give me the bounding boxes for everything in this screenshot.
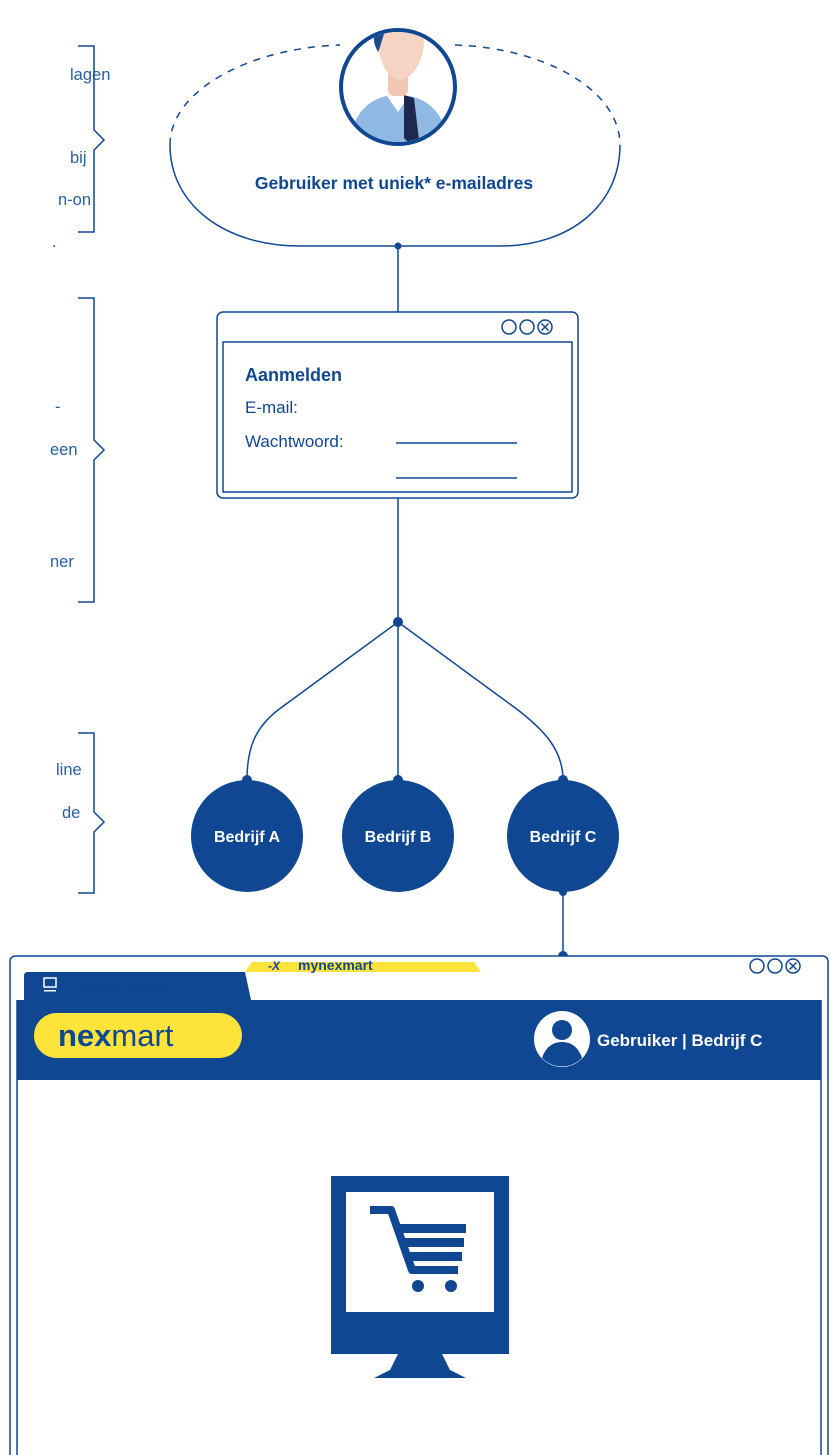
window-controls-icon: [501, 319, 553, 335]
brace-1: [78, 45, 106, 233]
branch-line: [397, 621, 564, 781]
x-mark-icon: -X: [268, 959, 281, 973]
user-label: Gebruiker met uniek* e-mailadres: [255, 173, 533, 193]
company-node-a: Bedrijf A: [191, 775, 303, 892]
user-avatar-icon: [339, 28, 457, 146]
note-text: lagen: [70, 66, 110, 84]
user-node: Gebruiker met uniek* e-mailadres: [169, 28, 621, 247]
note-group-2: - een ner: [50, 297, 106, 603]
password-label: Wachtwoord:: [245, 432, 344, 451]
login-window: Aanmelden E-mail: Wachtwoord:: [216, 311, 579, 499]
company-label: Bedrijf B: [365, 829, 432, 846]
svg-text:nexmart: nexmart: [58, 1018, 174, 1053]
note-text: een: [50, 441, 78, 459]
note-text: .: [52, 233, 57, 251]
connector-dot: [559, 888, 567, 896]
nexmart-logo[interactable]: nexmart: [34, 1013, 242, 1058]
shopping-cart-icon: [370, 1206, 466, 1292]
note-text: de: [62, 804, 80, 822]
company-node-b: Bedrijf B: [342, 775, 454, 892]
brace-2: [78, 297, 106, 603]
logo-part2: mart: [111, 1018, 173, 1053]
monitor-icon: [331, 1176, 509, 1378]
brace-3: [78, 732, 106, 894]
company-node-c: Bedrijf C: [507, 775, 619, 892]
tab-label: mynexmart: [298, 957, 373, 973]
company-label: Bedrijf C: [530, 829, 597, 846]
note-text: -: [55, 398, 61, 416]
tab-label: online Market: [80, 979, 171, 995]
note-group-1: lagen bij n-on .: [52, 45, 110, 251]
connector-dot: [394, 242, 402, 250]
login-title: Aanmelden: [245, 365, 342, 385]
note-text: n-on: [58, 191, 91, 209]
branch-line: [246, 621, 399, 781]
note-text: ner: [50, 553, 74, 571]
window-controls-icon[interactable]: [749, 958, 801, 974]
profile-icon[interactable]: [534, 1011, 590, 1067]
email-label: E-mail:: [245, 398, 298, 417]
note-text: bij: [70, 149, 87, 167]
tab-mynexmart[interactable]: -X mynexmart: [245, 957, 481, 973]
user-cloud-shape: [169, 44, 341, 146]
note-group-3: line de: [56, 732, 106, 894]
user-company-label[interactable]: Gebruiker | Bedrijf C: [597, 1031, 762, 1050]
app-window: -X mynexmart online Market nexmart: [9, 955, 829, 1455]
desktop-icon: [43, 977, 57, 992]
note-text: line: [56, 761, 82, 779]
logo-part1: nex: [58, 1018, 112, 1053]
user-cloud-bottom: [169, 144, 621, 247]
tab-online-market[interactable]: [24, 972, 251, 1000]
company-label: Bedrijf A: [214, 829, 281, 846]
